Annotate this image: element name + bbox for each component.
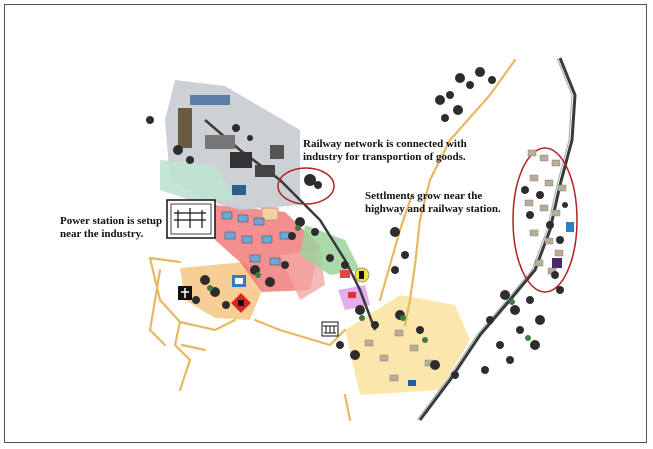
blue-house [408, 380, 416, 386]
industrial-buildings [178, 95, 284, 221]
school-icon [340, 270, 356, 298]
settlement-annotation: Settlments grow near the highway and rai… [365, 190, 501, 215]
church-icon [178, 286, 192, 300]
road-network [148, 58, 517, 422]
map-frame [4, 4, 647, 443]
railway-line [204, 57, 577, 421]
settlement-houses [364, 149, 567, 382]
bank-icon [321, 321, 339, 337]
industrial-green-zone [160, 160, 235, 200]
railway-highlight-circle [277, 167, 335, 205]
residential-buildings [221, 211, 291, 266]
railway-annotation: Railway network is connected with indust… [303, 138, 467, 163]
power-station-icon [166, 199, 216, 239]
settlement-highlight-circle [512, 147, 578, 293]
purple-building [552, 258, 562, 268]
yellow-zone [345, 295, 470, 395]
hospital-icon [231, 293, 251, 313]
blue-building [566, 222, 574, 232]
shop-icon [232, 275, 246, 287]
tree-leaves [207, 225, 531, 343]
fuel-station-icon [354, 267, 370, 283]
power-station-annotation: Power station is setup near the industry… [60, 215, 163, 240]
